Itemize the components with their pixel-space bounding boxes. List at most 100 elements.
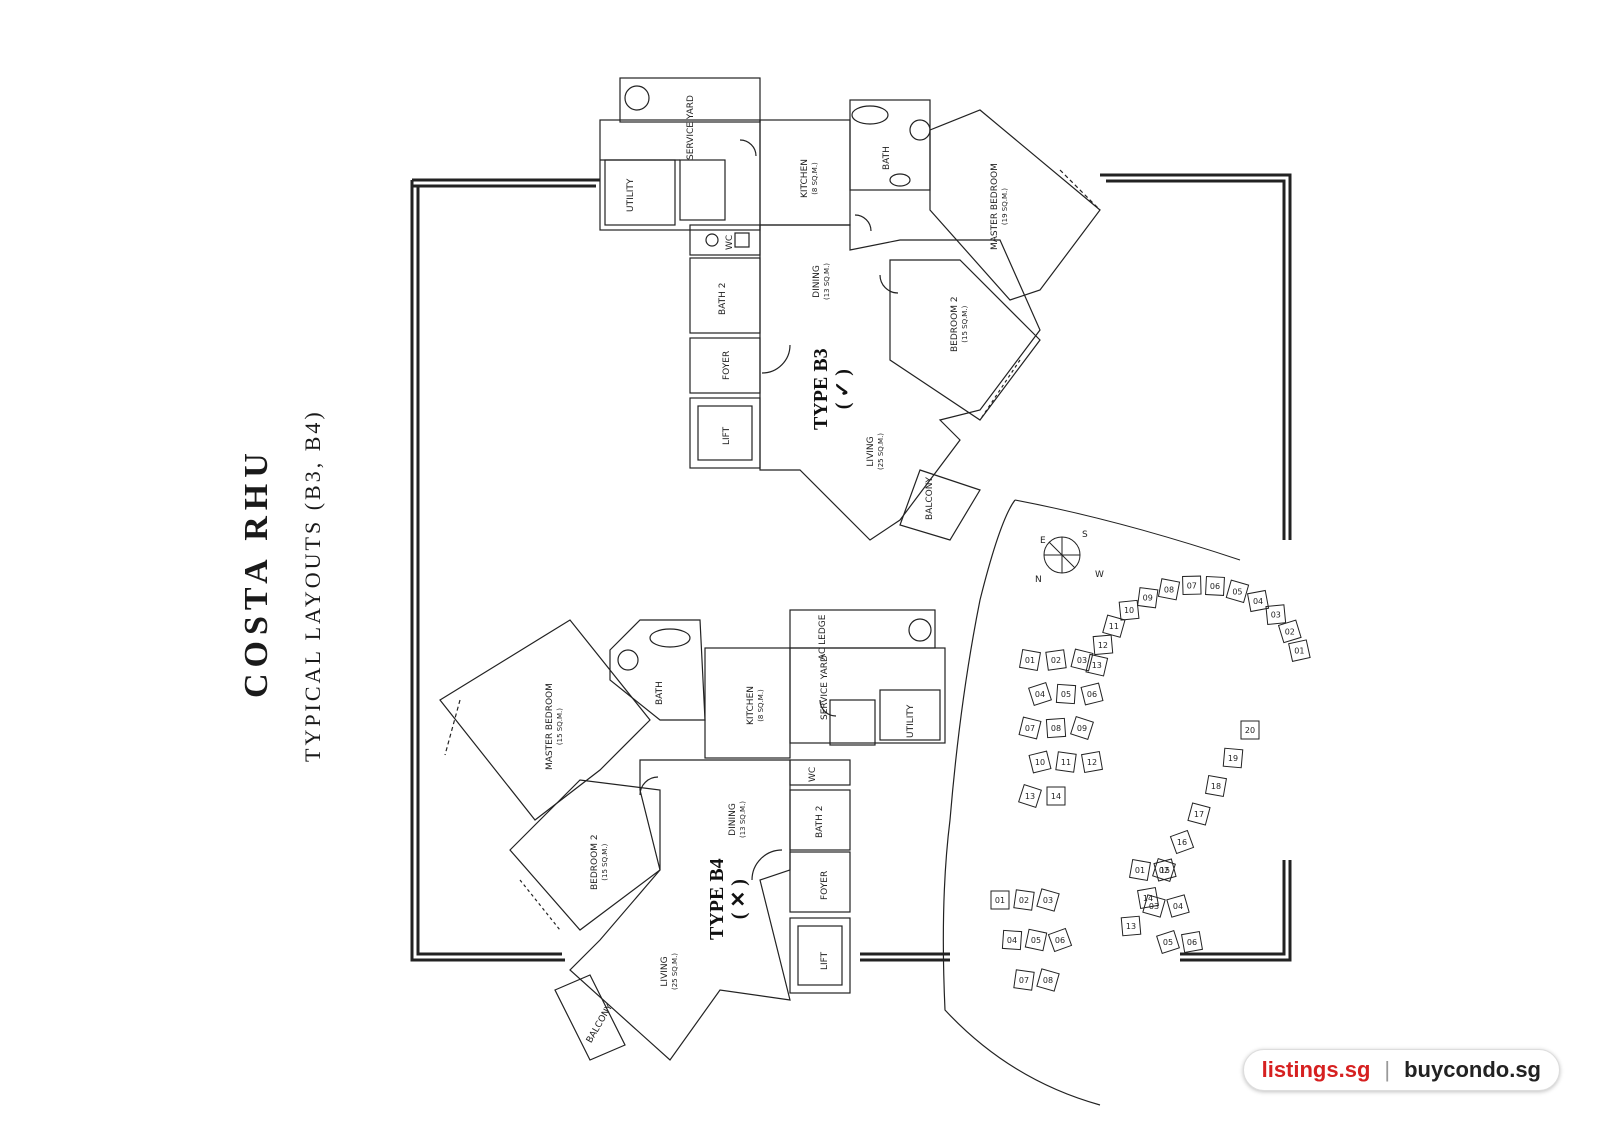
watermark-buycondo: buycondo.sg — [1404, 1057, 1541, 1082]
svg-text:16: 16 — [1177, 838, 1187, 847]
svg-text:03: 03 — [1149, 902, 1159, 911]
b3-bath2-label: BATH 2 — [718, 282, 728, 315]
svg-text:13: 13 — [1092, 661, 1102, 670]
compass-w-label: W — [1095, 570, 1104, 580]
svg-text:12: 12 — [1098, 641, 1108, 650]
site-block: 10 — [1028, 750, 1052, 774]
site-block: 08 — [1036, 968, 1060, 992]
site-block: 01 — [1288, 639, 1311, 662]
b4-service-yard-label: SERVICE YARD — [820, 655, 830, 720]
site-block: 06 — [1180, 930, 1204, 954]
svg-text:07: 07 — [1025, 724, 1035, 733]
svg-text:14: 14 — [1143, 894, 1153, 903]
site-block: 19 — [1222, 747, 1244, 769]
b4-kitchen-label: KITCHEN(8 SQ.M.) — [746, 686, 765, 725]
site-block: 05 — [1055, 683, 1077, 705]
b3-bedroom2-label: BEDROOM 2(15 SQ.M.) — [950, 296, 969, 352]
site-block: 01 — [1018, 648, 1042, 672]
b4-dining-label: DINING(13 SQ.M.) — [728, 800, 747, 838]
site-block: 02 — [1277, 619, 1302, 644]
svg-text:06: 06 — [1087, 690, 1097, 699]
b3-foyer-label: FOYER — [722, 350, 732, 380]
svg-text:13: 13 — [1025, 792, 1035, 801]
site-block: 06 — [1205, 576, 1225, 596]
svg-text:01: 01 — [1294, 647, 1304, 656]
site-block: 07 — [1013, 969, 1035, 991]
svg-text:05: 05 — [1031, 936, 1041, 945]
svg-text:14: 14 — [1051, 792, 1061, 801]
b4-ac-ledge-label: AC LEDGE — [818, 614, 828, 660]
b4-type-label: TYPE B4( ✕ ) — [706, 858, 750, 940]
b4-bedroom2-label: BEDROOM 2(15 SQ.M.) — [590, 834, 609, 890]
svg-text:02: 02 — [1285, 627, 1295, 636]
site-block: 04 — [1028, 682, 1052, 706]
svg-text:19: 19 — [1228, 754, 1238, 763]
compass-s-label: S — [1082, 530, 1088, 540]
site-block: 12 — [1092, 634, 1114, 656]
svg-text:18: 18 — [1211, 782, 1221, 791]
watermark-listings: listings.sg — [1261, 1057, 1371, 1082]
svg-text:07: 07 — [1019, 976, 1029, 985]
svg-text:04: 04 — [1173, 902, 1183, 911]
site-block: 08 — [1045, 717, 1067, 739]
type-b3-plan — [599, 77, 1101, 541]
compass-icon — [1043, 536, 1081, 574]
site-block: 05 — [1024, 928, 1048, 952]
svg-text:02: 02 — [1159, 866, 1169, 875]
b3-type-label: TYPE B3( ✓ ) — [810, 348, 854, 430]
site-block: 15 — [1153, 858, 1177, 882]
svg-text:12: 12 — [1087, 758, 1097, 767]
site-block: 06 — [1047, 927, 1073, 953]
svg-text:20: 20 — [1245, 726, 1255, 735]
site-block: 13 — [1120, 915, 1142, 937]
svg-text:04: 04 — [1007, 936, 1017, 945]
site-block: 12 — [1080, 750, 1104, 774]
svg-text:09: 09 — [1143, 594, 1153, 603]
svg-text:06: 06 — [1187, 938, 1197, 947]
watermark-separator: | — [1384, 1057, 1391, 1082]
svg-text:03: 03 — [1043, 896, 1053, 905]
site-block: 09 — [1070, 716, 1094, 740]
b3-wc-label: WC — [725, 234, 735, 250]
site-block: 01 — [990, 890, 1010, 910]
layouts-subtitle: TYPICAL LAYOUTS (B3, B4) — [300, 409, 325, 762]
type-b4-plan — [439, 609, 946, 1061]
svg-text:02: 02 — [1019, 896, 1029, 905]
svg-text:08: 08 — [1043, 976, 1053, 985]
site-block: 04 — [1246, 589, 1270, 613]
site-block: 11 — [1102, 614, 1126, 638]
svg-text:04: 04 — [1035, 690, 1045, 699]
svg-text:01: 01 — [995, 896, 1005, 905]
site-block: 11 — [1055, 751, 1077, 773]
site-block: 18 — [1204, 774, 1228, 798]
site-block: 06 — [1080, 682, 1104, 706]
site-block: 02 — [1045, 649, 1067, 671]
site-block: 14 — [1046, 786, 1066, 806]
site-block: 02 — [1013, 889, 1035, 911]
site-block: 07 — [1018, 716, 1042, 740]
svg-text:03: 03 — [1077, 656, 1087, 665]
b3-master-bedroom-label: MASTER BEDROOM(19 SQ.M.) — [990, 163, 1009, 250]
site-block: 03 — [1070, 648, 1094, 672]
site-block: 17 — [1187, 802, 1211, 826]
compass-e-label: E — [1040, 536, 1046, 546]
site-boundary — [410, 178, 600, 962]
svg-text:05: 05 — [1163, 938, 1173, 947]
svg-text:01: 01 — [1135, 866, 1145, 875]
b3-living-label: LIVING(25 SQ.M.) — [866, 432, 885, 470]
svg-text:02: 02 — [1051, 656, 1061, 665]
watermark-badge: listings.sg | buycondo.sg — [1242, 1049, 1560, 1091]
svg-text:11: 11 — [1109, 622, 1119, 631]
b4-lift-label: LIFT — [820, 951, 830, 970]
svg-text:06: 06 — [1210, 582, 1220, 591]
svg-text:03: 03 — [1271, 611, 1281, 620]
svg-text:08: 08 — [1051, 724, 1061, 733]
site-block: 03 — [1265, 604, 1287, 625]
b4-master-bedroom-label: MASTER BEDROOM(15 SQ.M.) — [545, 683, 564, 770]
site-block: 16 — [1169, 829, 1195, 855]
b4-bath-label: BATH — [655, 681, 665, 705]
project-title: COSTA RHU — [238, 447, 275, 698]
svg-text:09: 09 — [1077, 724, 1087, 733]
b4-utility-label: UTILITY — [906, 704, 916, 738]
